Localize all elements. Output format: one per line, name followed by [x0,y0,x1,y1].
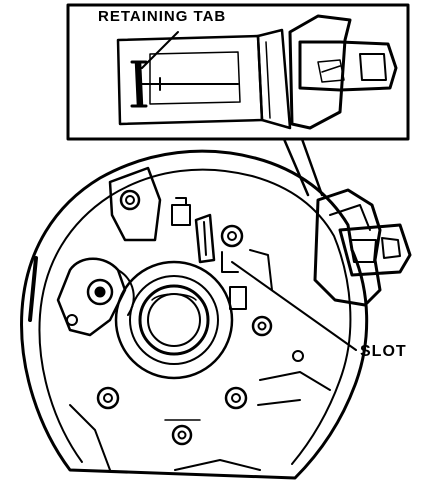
left-arm [56,257,135,337]
slot-area [194,213,273,310]
retaining-tab-leader [141,31,179,69]
lock-cylinder [313,188,412,307]
lower-bolts [96,315,331,446]
column-housing [20,149,369,480]
upper-boss [108,166,191,242]
center-hub [114,260,234,380]
inset-lock-cylinder [116,14,398,130]
inset-box [66,3,410,197]
slot-leader [231,261,357,351]
retaining-tab-label: RETAINING TAB [98,8,227,25]
slot-label: SLOT [360,343,407,360]
